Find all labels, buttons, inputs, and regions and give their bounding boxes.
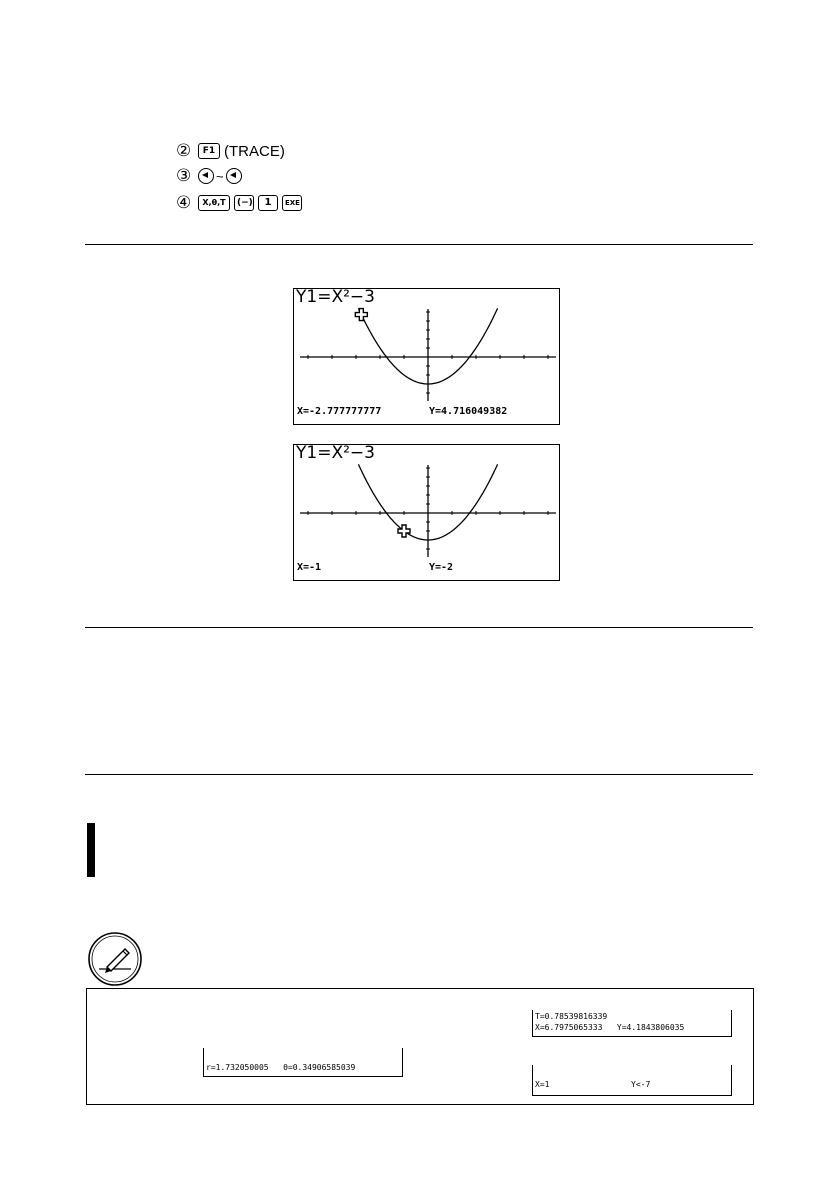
pencil-icon <box>87 931 143 987</box>
inequality-x-readout: X=1 <box>535 1080 550 1089</box>
parametric-t-readout: T=0.78539816339 <box>535 1012 608 1021</box>
divider <box>85 627 753 628</box>
x-readout: X=-1 <box>297 562 322 573</box>
graph-title: Y1=X²−3 <box>296 287 375 307</box>
step-text: (TRACE) <box>224 142 285 160</box>
step-4: ④ X,θ,T (−) 1 EXE <box>176 193 306 213</box>
range-separator: ~ <box>216 168 224 184</box>
y-readout: Y=-2 <box>429 562 454 573</box>
graph-plot <box>300 464 556 557</box>
cursor-shape <box>397 524 411 538</box>
calculator-screen-2: Y1=X²−3 X=-1 Y=-2 <box>293 443 560 581</box>
parabola-curve <box>357 464 499 541</box>
parametric-readout-screen <box>532 1010 732 1037</box>
step-3: ③ ~ <box>176 166 242 186</box>
calculator-screen-1: Y1=X²−3 X=-2.777777777 Y=4.716049382 <box>293 287 560 425</box>
left-arrow-key-icon <box>225 168 242 184</box>
inequality-y-readout: Y<-7 <box>631 1080 651 1089</box>
trace-cursor-icon <box>397 524 411 538</box>
left-arrow-key-icon <box>198 168 214 184</box>
parabola-curve <box>357 308 499 385</box>
step-number: ② <box>176 141 192 160</box>
y-readout: Y=4.716049382 <box>429 406 508 417</box>
graph-plot <box>300 307 556 401</box>
step-number: ③ <box>176 166 192 185</box>
polar-readout-screen <box>203 1048 403 1077</box>
graph-title: Y1=X²−3 <box>296 443 375 463</box>
cursor-shape <box>354 307 369 322</box>
x-readout: X=-2.777777777 <box>297 406 382 417</box>
note-box <box>86 988 754 1105</box>
step-2: ② F1 (TRACE) <box>176 141 285 161</box>
xthetat-key: X,θ,T <box>198 195 230 211</box>
trace-cursor-icon <box>354 307 369 322</box>
divider <box>85 774 753 775</box>
section-marker-bar <box>87 823 95 877</box>
exe-key: EXE <box>282 195 302 211</box>
f1-key: F1 <box>198 143 220 159</box>
divider <box>85 244 753 245</box>
negative-key: (−) <box>234 195 254 211</box>
inequality-readout-screen <box>532 1065 732 1096</box>
parametric-xy-readout: X=6.7975065333 Y=4.1843806035 <box>535 1023 685 1032</box>
step-number: ④ <box>176 193 192 212</box>
polar-readout: r=1.732050005 θ=0.34906585039 <box>206 1063 356 1072</box>
one-key: 1 <box>258 195 278 211</box>
